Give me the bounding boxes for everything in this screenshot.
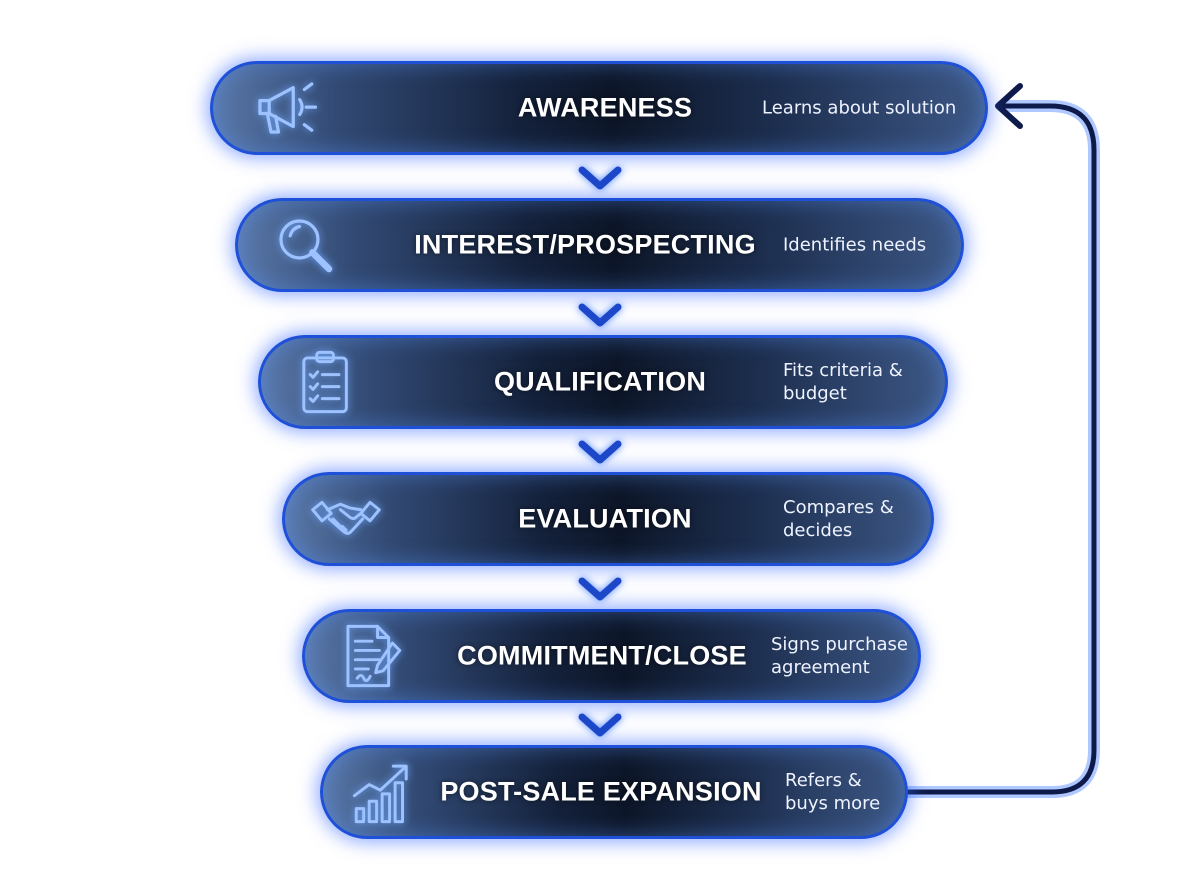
chevron-down-icon: [578, 166, 622, 190]
stage-title: AWARENESS: [517, 92, 693, 123]
stage-description: Signs purchase agreement: [771, 634, 908, 678]
stage-evaluation: EVALUATION Compares & decides: [282, 472, 934, 566]
stage-description: Refers & buys more: [785, 770, 881, 814]
chevron-down-icon: [578, 440, 622, 464]
stage-title: QUALIFICATION: [493, 366, 707, 397]
magnifier-icon: [279, 219, 333, 273]
stage-description: Compares & decides: [783, 497, 894, 541]
stage-qualification: QUALIFICATION Fits criteria & budget: [258, 335, 948, 429]
stage-title: COMMITMENT/CLOSE: [457, 640, 747, 671]
stage-interest-prospecting: INTEREST/PROSPECTING Identifies needs: [235, 198, 964, 292]
chevron-down-icon: [578, 303, 622, 327]
stage-title: POST-SALE EXPANSION: [440, 776, 762, 807]
stage-title: EVALUATION: [518, 503, 692, 534]
chevron-down-icon: [578, 713, 622, 737]
stage-description: Identifies needs: [783, 234, 927, 256]
growth-chart-icon: [352, 764, 408, 824]
handshake-icon: [311, 500, 381, 535]
stage-description: Learns about solution: [762, 97, 957, 119]
stage-description: Fits criteria & budget: [783, 360, 903, 404]
signed-document-icon: [346, 624, 402, 688]
stage-title: INTEREST/PROSPECTING: [414, 229, 756, 260]
clipboard-checklist-icon: [302, 350, 348, 414]
megaphone-icon: [258, 82, 318, 134]
stage-commitment-close: COMMITMENT/CLOSE Signs purchase agreemen…: [302, 609, 921, 703]
stage-awareness: AWARENESS Learns about solution: [210, 61, 988, 155]
stage-post-sale-expansion: POST-SALE EXPANSION Refers & buys more: [320, 745, 908, 839]
chevron-down-icon: [578, 577, 622, 601]
